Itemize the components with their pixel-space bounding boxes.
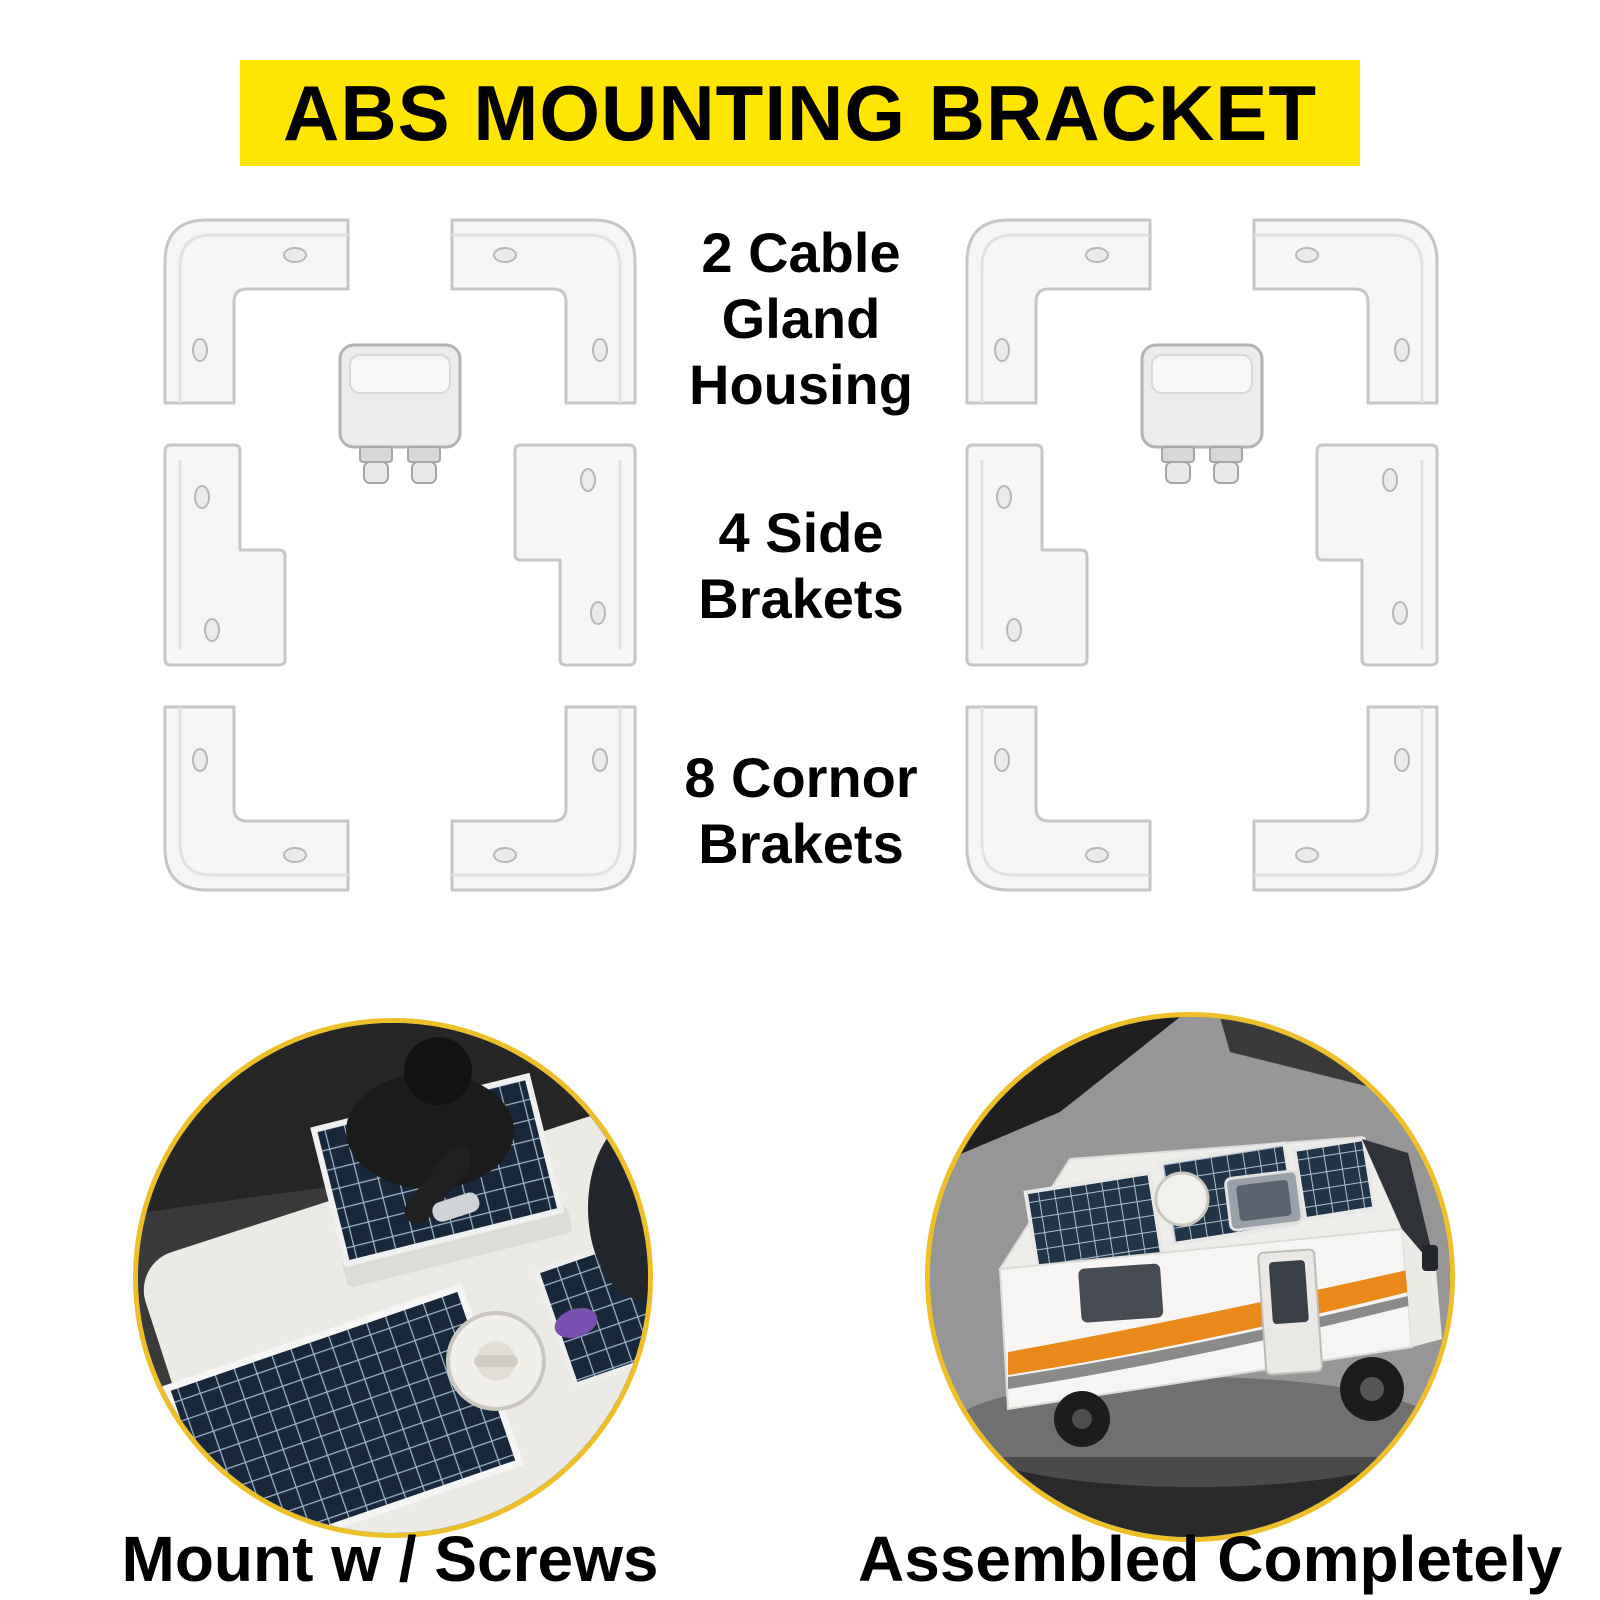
feature-label-column: 2 Cable Gland Housing 4 Side Brakets 8 C… bbox=[648, 205, 954, 905]
assembled-photo-circle bbox=[925, 1012, 1455, 1542]
feature-cable-gland-label: 2 Cable Gland Housing bbox=[689, 221, 913, 417]
bracket-kit-right-illustration bbox=[952, 205, 1452, 905]
assembled-completely-photo bbox=[930, 1017, 1450, 1537]
caption-assembled-completely: Assembled Completely bbox=[858, 1523, 1563, 1595]
rv-door-shape bbox=[1257, 1248, 1324, 1376]
bracket-kit-left-illustration bbox=[150, 205, 650, 905]
bracket-kit-icon bbox=[952, 205, 1452, 905]
rv-cab-shape bbox=[1362, 1139, 1442, 1347]
mount-with-screws-photo bbox=[138, 1023, 648, 1533]
page-title: ABS MOUNTING BRACKET bbox=[283, 68, 1317, 157]
feature-corner-brackets-label: 8 Cornor Brakets bbox=[684, 746, 918, 876]
title-banner: ABS MOUNTING BRACKET bbox=[240, 60, 1360, 166]
roof-vent-dome-shape bbox=[1154, 1171, 1210, 1227]
rv-roof-shape bbox=[998, 1135, 1404, 1276]
roof-window-shape bbox=[1224, 1169, 1304, 1232]
caption-mount-with-screws: Mount w / Screws bbox=[121, 1523, 659, 1595]
feature-side-brackets-label: 4 Side Brakets bbox=[698, 501, 904, 631]
installer-person-shape bbox=[346, 1037, 514, 1225]
bracket-kit-icon bbox=[150, 205, 650, 905]
mount-photo-circle bbox=[133, 1018, 653, 1538]
roof-vent-dome-shape bbox=[446, 1311, 546, 1411]
rv-body-shape bbox=[998, 1227, 1414, 1411]
